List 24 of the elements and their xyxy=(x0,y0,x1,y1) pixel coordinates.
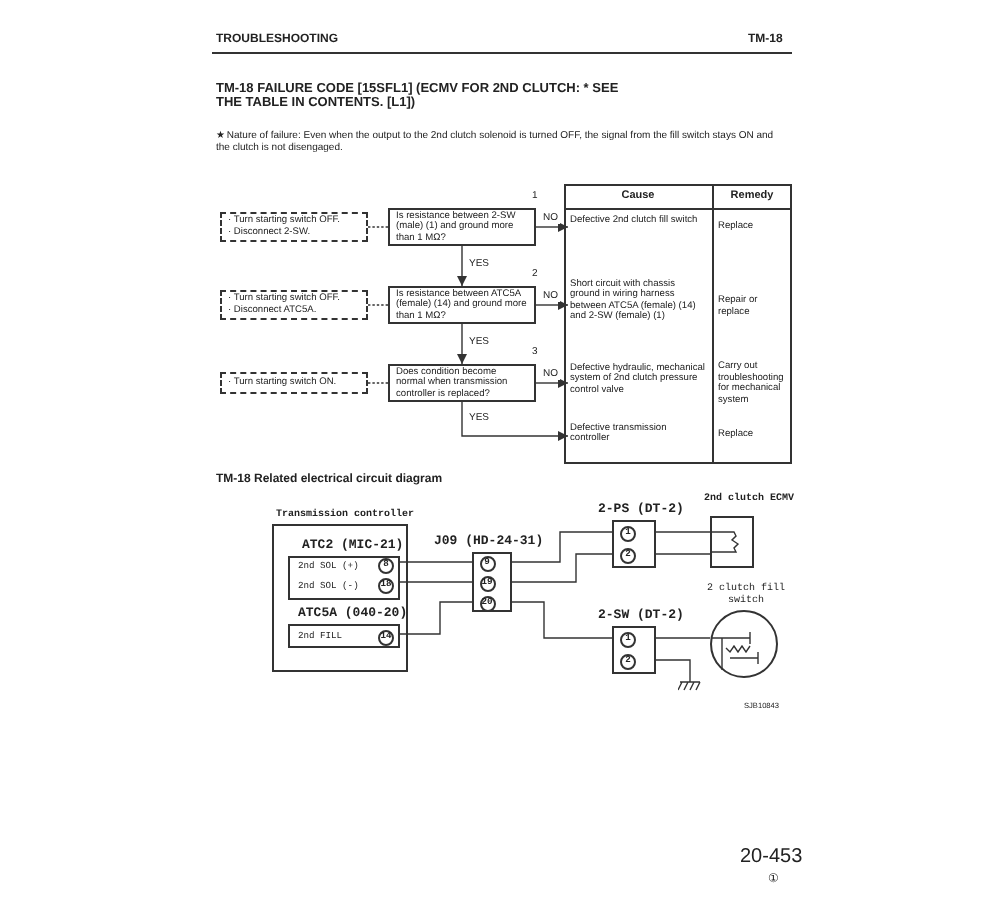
step-box xyxy=(220,372,368,394)
arrow xyxy=(457,323,467,365)
wire xyxy=(655,553,711,555)
wire xyxy=(397,581,473,583)
wire xyxy=(397,601,473,635)
step-box xyxy=(220,290,368,320)
wire xyxy=(511,553,613,583)
wire xyxy=(655,659,691,677)
arrow xyxy=(457,245,467,287)
step-box xyxy=(220,212,368,242)
wire xyxy=(511,531,613,563)
wire xyxy=(655,637,711,639)
arrow xyxy=(535,222,569,232)
arrow xyxy=(535,300,569,310)
wire xyxy=(397,561,473,563)
wire xyxy=(511,601,613,639)
text-label: 20-453 xyxy=(740,848,803,868)
wire xyxy=(655,531,711,533)
dotted-line xyxy=(367,304,389,306)
arrow xyxy=(535,378,569,388)
ground-symbol xyxy=(678,676,702,694)
dotted-line xyxy=(367,226,389,228)
dotted-line xyxy=(367,382,389,384)
arrow xyxy=(461,401,569,441)
